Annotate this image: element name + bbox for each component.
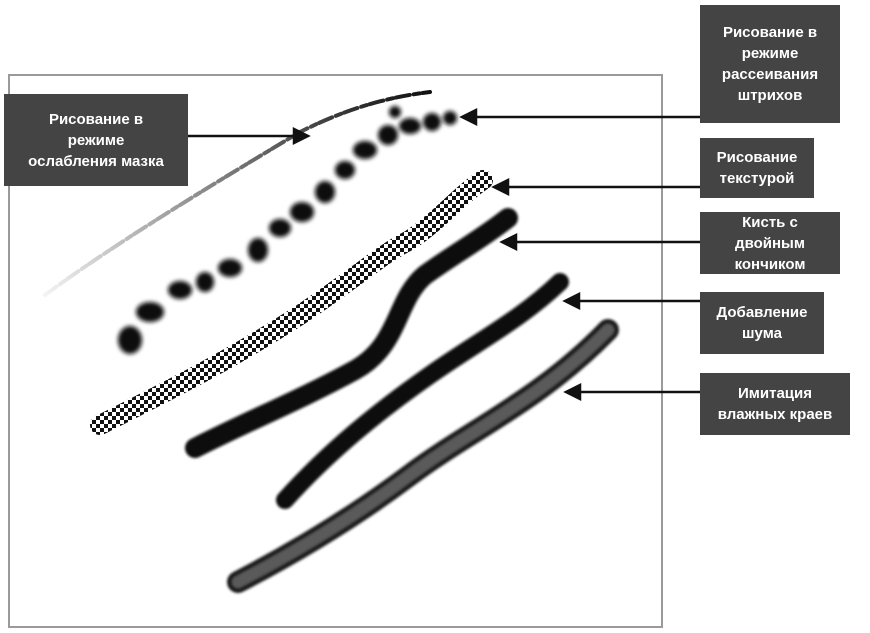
arrow-wet-edges <box>566 385 700 399</box>
arrow-noise <box>565 294 700 308</box>
label-noise: Добавление шума <box>700 292 824 354</box>
label-wet-edges: Имитация влажных краев <box>700 373 850 435</box>
arrow-dual-brush <box>502 235 700 249</box>
label-dual-brush: Кисть с двойным кончиком <box>700 212 840 274</box>
label-scatter: Рисование в режиме рассеивания штрихов <box>700 5 840 123</box>
label-texture: Рисование текстурой <box>700 138 814 198</box>
stroke-wet-edges <box>238 330 608 582</box>
arrow-scatter <box>462 110 700 124</box>
arrow-mask-fade <box>188 129 308 143</box>
stroke-dual-brush <box>195 218 508 448</box>
label-mask-fade: Рисование в режиме ослабления мазка <box>4 94 188 186</box>
arrow-texture <box>494 180 700 194</box>
